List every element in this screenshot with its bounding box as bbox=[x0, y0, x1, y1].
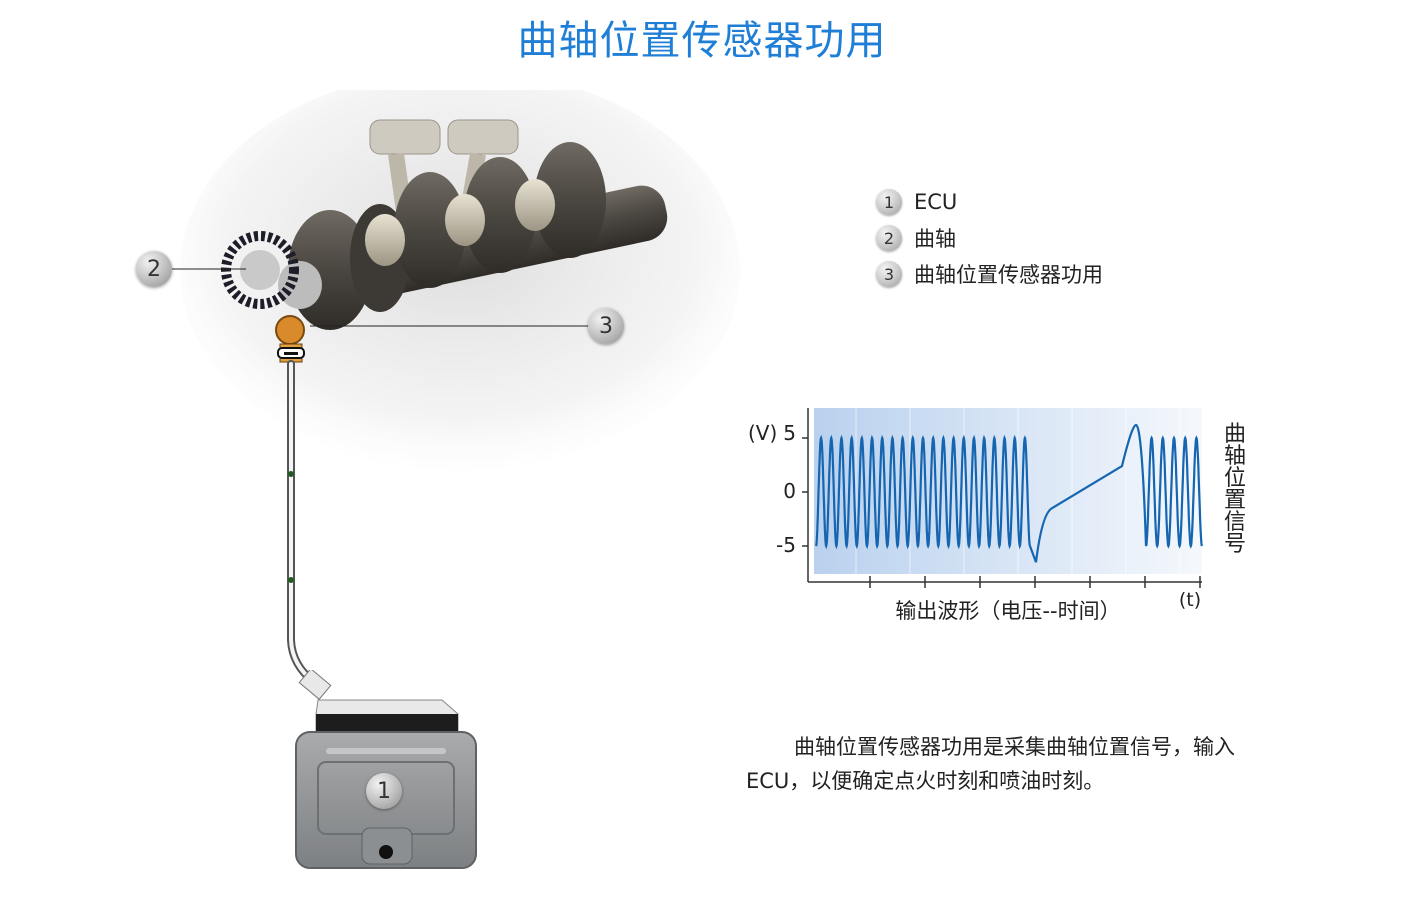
y-axis-ticks bbox=[802, 437, 808, 547]
legend-item-crankshaft: 2 曲轴 bbox=[876, 220, 1103, 256]
sensor-cable bbox=[287, 360, 318, 686]
callout-badge-crankshaft: 2 bbox=[136, 251, 172, 287]
legend-label: 曲轴 bbox=[914, 227, 956, 251]
legend-label: 曲轴位置传感器功用 bbox=[914, 263, 1103, 287]
side-label-char: 位 bbox=[1224, 466, 1247, 491]
side-label-char: 号 bbox=[1224, 532, 1247, 557]
callout-badge-ecu: 1 bbox=[366, 773, 402, 809]
x-axis-ticks bbox=[869, 576, 1201, 588]
crank-signal-line bbox=[814, 423, 1204, 563]
side-label-char: 信 bbox=[1224, 510, 1247, 535]
legend-number-badge: 3 bbox=[876, 261, 902, 287]
y-tick-label-0: 0 bbox=[783, 479, 796, 503]
y-axis-unit-label: (V) bbox=[748, 421, 777, 445]
legend-item-ecu: 1 ECU bbox=[876, 184, 1103, 220]
callout-badge-sensor: 3 bbox=[588, 308, 624, 344]
description-text: 曲轴位置传感器功用是采集曲轴位置信号，输入ECU，以便确定点火时刻和喷油时刻。 bbox=[746, 735, 1235, 793]
waveform-chart: (V) 5 0 -5 输出波形（电压--时间） (t) bbox=[748, 408, 1204, 623]
side-label-char: 置 bbox=[1224, 488, 1247, 513]
legend-number-badge: 2 bbox=[876, 225, 902, 251]
crankshaft bbox=[278, 142, 668, 330]
x-axis-unit-label: (t) bbox=[1179, 589, 1201, 611]
side-label-char: 轴 bbox=[1224, 444, 1247, 469]
x-axis-label: 输出波形（电压--时间） bbox=[895, 599, 1120, 623]
y-tick-label-neg5: -5 bbox=[776, 533, 796, 557]
legend-number-badge: 1 bbox=[876, 189, 902, 215]
y-tick-label-5: 5 bbox=[783, 421, 796, 445]
trigger-wheel bbox=[221, 231, 299, 309]
page-title: 曲轴位置传感器功用 bbox=[517, 18, 887, 64]
legend-label: ECU bbox=[914, 190, 958, 214]
side-label-char: 曲 bbox=[1224, 422, 1247, 447]
crankshaft-position-sensor bbox=[275, 315, 305, 363]
chart-side-label: 曲轴位置信号 bbox=[1224, 424, 1252, 556]
engine-illustration bbox=[180, 90, 740, 470]
legend-item-sensor: 3 曲轴位置传感器功用 bbox=[876, 256, 1103, 292]
legend: 1 ECU 2 曲轴 3 曲轴位置传感器功用 bbox=[876, 184, 1103, 292]
callout-lines bbox=[172, 268, 592, 327]
